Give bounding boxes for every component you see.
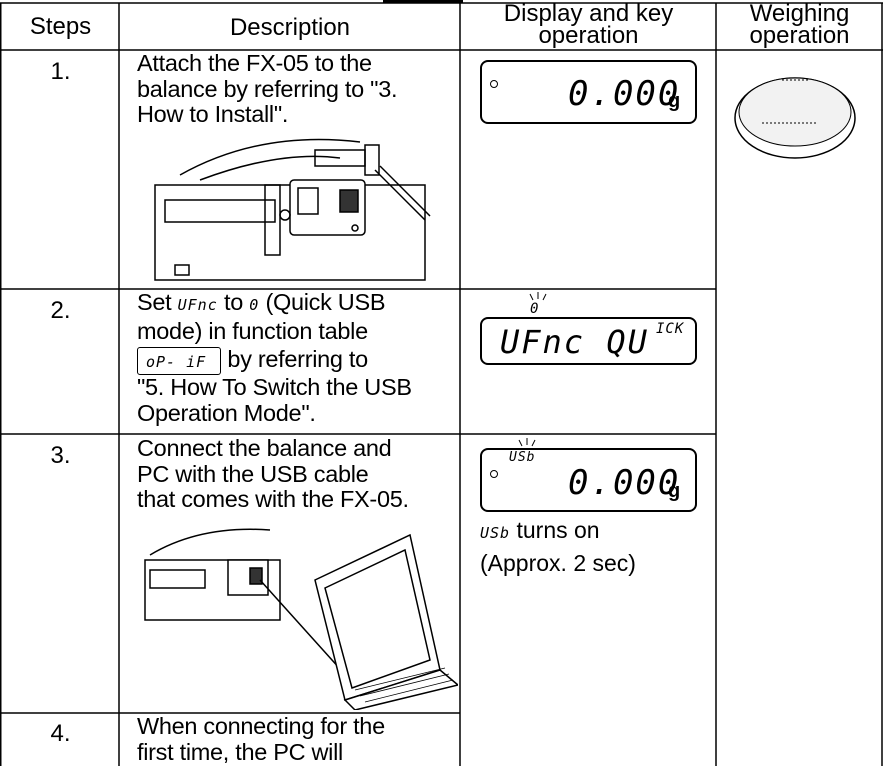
display-1-value: 0.000 [568, 74, 681, 114]
step-3-display-note: USb turns on (Approx. 2 sec) [480, 515, 715, 578]
step-1-description: Attach the FX-05 to the balance by refer… [137, 50, 457, 128]
blink-rays-icon [529, 292, 547, 301]
desc-line: that comes with the FX-05. [137, 486, 409, 512]
desc-line: Operation Mode". [137, 399, 316, 426]
desc-line: mode) in function table [137, 317, 368, 344]
note-line: USb turns on [480, 515, 715, 548]
desc-text: to [223, 289, 243, 315]
header-weighing-line1: Weighing [749, 0, 850, 27]
desc-text: Set [137, 289, 172, 315]
function-value: 0 [249, 296, 260, 314]
stable-indicator-icon [490, 80, 498, 88]
desc-line: first time, the PC will [137, 738, 343, 765]
function-table-key: oP- iF [137, 347, 222, 375]
header-display-line2: operation [538, 22, 639, 49]
usb-indicator: USb [509, 450, 536, 465]
stable-indicator-icon [490, 470, 498, 478]
header-weighing-line2: operation [749, 22, 850, 49]
header-display: Display and key operation [461, 0, 716, 49]
step-3-description: Connect the balance and PC with the USB … [137, 435, 457, 513]
step-4-number: 4. [50, 720, 71, 747]
desc-line: balance by referring to "3. [137, 75, 398, 102]
desc-line: PC with the USB cable [137, 460, 369, 487]
step-3-number: 3. [50, 442, 71, 469]
display-2-main: UFnc QU [500, 323, 649, 361]
desc-line: Set UFnc to 0 (Quick USB [137, 289, 457, 319]
header-display-line1: Display and key [503, 0, 674, 27]
desc-line: "5. How To Switch the USB [137, 374, 412, 400]
header-description: Description [229, 14, 351, 41]
step-2-description: Set UFnc to 0 (Quick USB mode) in functi… [137, 289, 457, 426]
display-2-small-digit: 0 [530, 301, 540, 317]
balance-attachment-illustration [154, 138, 431, 281]
display-3-lcd: USb 0.000 g [480, 448, 697, 512]
weighing-pan-illustration [734, 77, 856, 159]
note-line: (Approx. 2 sec) [480, 550, 636, 576]
top-tab-marker [383, 0, 463, 3]
header-weighing: Weighing operation [717, 0, 882, 49]
display-1-unit: g [668, 90, 681, 112]
desc-line: How to Install". [137, 101, 289, 127]
display-2-lcd: UFnc QU ICK [480, 317, 697, 365]
desc-line: Connect the balance and [137, 435, 392, 461]
usb-connection-illustration [144, 528, 458, 710]
desc-line: When connecting for the [137, 713, 385, 739]
step-4-description: When connecting for the first time, the … [137, 713, 457, 765]
display-3-unit: g [668, 480, 681, 502]
usb-code: USb [480, 524, 511, 542]
header-steps: Steps [29, 13, 92, 40]
blink-rays-icon [518, 438, 536, 447]
desc-text: by referring to [227, 346, 368, 373]
desc-text: (Quick USB [265, 289, 386, 315]
note-text: turns on [516, 517, 600, 543]
function-code: UFnc [177, 296, 218, 314]
desc-line: oP- iF by referring to [137, 346, 457, 375]
display-1-lcd: 0.000 g [480, 60, 697, 124]
display-3-value: 0.000 [568, 463, 681, 503]
desc-line: Attach the FX-05 to the [137, 50, 372, 76]
display-2-sup: ICK [656, 321, 685, 337]
step-2-number: 2. [50, 297, 71, 324]
step-1-number: 1. [50, 58, 71, 85]
